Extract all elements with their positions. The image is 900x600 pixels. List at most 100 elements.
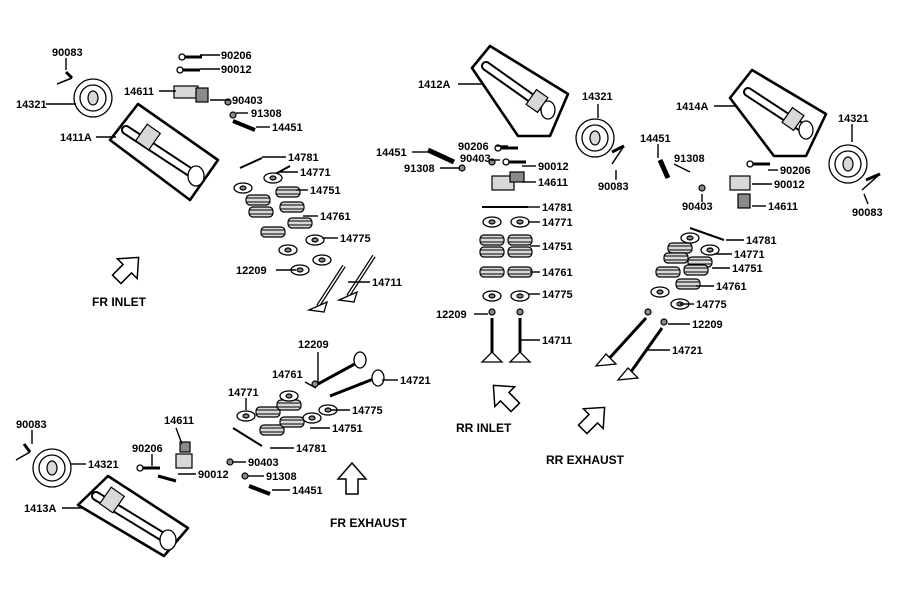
fe-label-90403: 90403: [248, 457, 279, 469]
re-label-91308: 91308: [674, 153, 705, 165]
fr-inlet-direction-arrow: [106, 246, 150, 290]
fr-exhaust-direction-arrow: [337, 462, 367, 495]
fi-label-90206: 90206: [221, 50, 252, 62]
rr-exhaust-rocker: [729, 175, 751, 209]
fr-inlet-bolt: [56, 70, 74, 85]
re-label-14781: 14781: [746, 235, 777, 247]
rr-exhaust-group: 1414A 14321 90083 14451 91308 90206 9001…: [546, 68, 883, 467]
fr-exhaust-sprocket: [32, 448, 72, 488]
rr-inlet-sprocket: [575, 118, 615, 158]
rr-exhaust-pins: [657, 158, 772, 192]
fi-label-14611: 14611: [124, 86, 154, 98]
fi-label-14775: 14775: [340, 233, 371, 245]
fe-label-90206: 90206: [132, 443, 163, 455]
section-rr-exhaust: RR EXHAUST: [546, 453, 625, 467]
fi-label-14711: 14711: [372, 277, 402, 289]
ri-label-90083: 90083: [598, 181, 629, 193]
fi-label-90403: 90403: [232, 95, 263, 107]
fr-exhaust-camshaft-box: [76, 474, 190, 558]
re-label-14771: 14771: [734, 249, 765, 261]
re-label-90403: 90403: [682, 201, 713, 213]
fi-label-14751: 14751: [310, 185, 341, 197]
fr-inlet-pins: [175, 52, 256, 132]
fr-inlet-sprocket: [73, 78, 113, 118]
re-label-14321: 14321: [838, 113, 869, 125]
re-label-90012: 90012: [774, 179, 805, 191]
fe-label-14751: 14751: [332, 423, 363, 435]
rr-exhaust-bolt: [861, 172, 881, 191]
section-rr-inlet: RR INLET: [456, 421, 512, 435]
fi-label-90012: 90012: [221, 64, 252, 76]
fe-label-14771: 14771: [228, 387, 259, 399]
ri-label-14611: 14611: [538, 177, 568, 189]
re-label-14611: 14611: [768, 201, 798, 213]
fi-label-12209: 12209: [236, 265, 267, 277]
fe-label-12209: 12209: [298, 339, 329, 351]
fe-label-14451: 14451: [292, 485, 323, 497]
fi-label-90083: 90083: [52, 47, 83, 59]
ri-label-14751: 14751: [542, 241, 573, 253]
re-label-14761: 14761: [716, 281, 747, 293]
re-label-90083: 90083: [852, 207, 883, 219]
fr-inlet-group: 90083 14321 1411A 90206 90012 14611 9040…: [16, 47, 402, 314]
re-label-12209: 12209: [692, 319, 723, 331]
fr-exhaust-rocker: [175, 441, 193, 469]
fi-label-91308: 91308: [251, 108, 282, 120]
ri-label-14451: 14451: [376, 147, 407, 159]
ri-label-91308: 91308: [404, 163, 435, 175]
fi-label-14761: 14761: [320, 211, 351, 223]
ri-label-14781: 14781: [542, 202, 573, 214]
fe-label-91308: 91308: [266, 471, 297, 483]
re-label-14721: 14721: [672, 345, 703, 357]
re-label-14451: 14451: [640, 133, 671, 145]
fe-label-90083: 90083: [16, 419, 47, 431]
fr-exhaust-bolt: [15, 443, 32, 461]
fe-label-90012: 90012: [198, 469, 229, 481]
ri-label-90206: 90206: [458, 141, 489, 153]
rr-exhaust-sprocket: [828, 144, 868, 184]
fr-inlet-camshaft-box: [108, 102, 220, 202]
fi-label-1411A: 1411A: [60, 132, 92, 144]
fe-label-14775: 14775: [352, 405, 383, 417]
re-label-1414A: 1414A: [676, 101, 708, 113]
rr-inlet-valve-train: [479, 206, 533, 363]
fr-exhaust-valve-train: [232, 351, 385, 447]
ri-label-90012: 90012: [538, 161, 569, 173]
rr-inlet-direction-arrow: [482, 374, 526, 418]
ri-label-1412A: 1412A: [418, 79, 450, 91]
ri-label-14775: 14775: [542, 289, 573, 301]
re-label-14775: 14775: [696, 299, 727, 311]
re-label-90206: 90206: [780, 165, 811, 177]
ri-label-14771: 14771: [542, 217, 573, 229]
fe-label-14781: 14781: [296, 443, 327, 455]
fi-label-14781: 14781: [288, 152, 319, 164]
ri-label-14711: 14711: [542, 335, 572, 347]
rr-exhaust-valve-train: [594, 227, 725, 381]
fr-inlet-rocker: [173, 85, 209, 103]
ri-label-90403: 90403: [460, 153, 491, 165]
rr-exhaust-camshaft-box: [728, 68, 828, 158]
re-label-14751: 14751: [732, 263, 763, 275]
rr-exhaust-direction-arrow: [572, 396, 616, 440]
fi-label-14771: 14771: [300, 167, 331, 179]
fr-exhaust-group: 12209 14761 14771 14721 14775 14751 1478…: [15, 339, 431, 558]
ri-label-14321: 14321: [582, 91, 613, 103]
fe-label-14721: 14721: [400, 375, 431, 387]
fr-exhaust-pins: [135, 458, 271, 496]
rr-inlet-group: 1412A 14321 90083 90206 14451 90403 9130…: [376, 44, 629, 435]
fe-label-14761: 14761: [272, 369, 303, 381]
rr-inlet-bolt: [611, 144, 625, 165]
section-fr-exhaust: FR EXHAUST: [330, 516, 407, 530]
fe-label-1413A: 1413A: [24, 503, 56, 515]
rr-inlet-rocker: [491, 171, 525, 191]
fi-label-14451: 14451: [272, 122, 303, 134]
ri-label-12209: 12209: [436, 309, 467, 321]
rr-inlet-pins: [426, 143, 528, 172]
fe-label-14611: 14611: [164, 415, 194, 427]
section-fr-inlet: FR INLET: [92, 295, 147, 309]
fi-label-14321: 14321: [16, 99, 47, 111]
ri-label-14761: 14761: [542, 267, 573, 279]
fe-label-14321: 14321: [88, 459, 119, 471]
